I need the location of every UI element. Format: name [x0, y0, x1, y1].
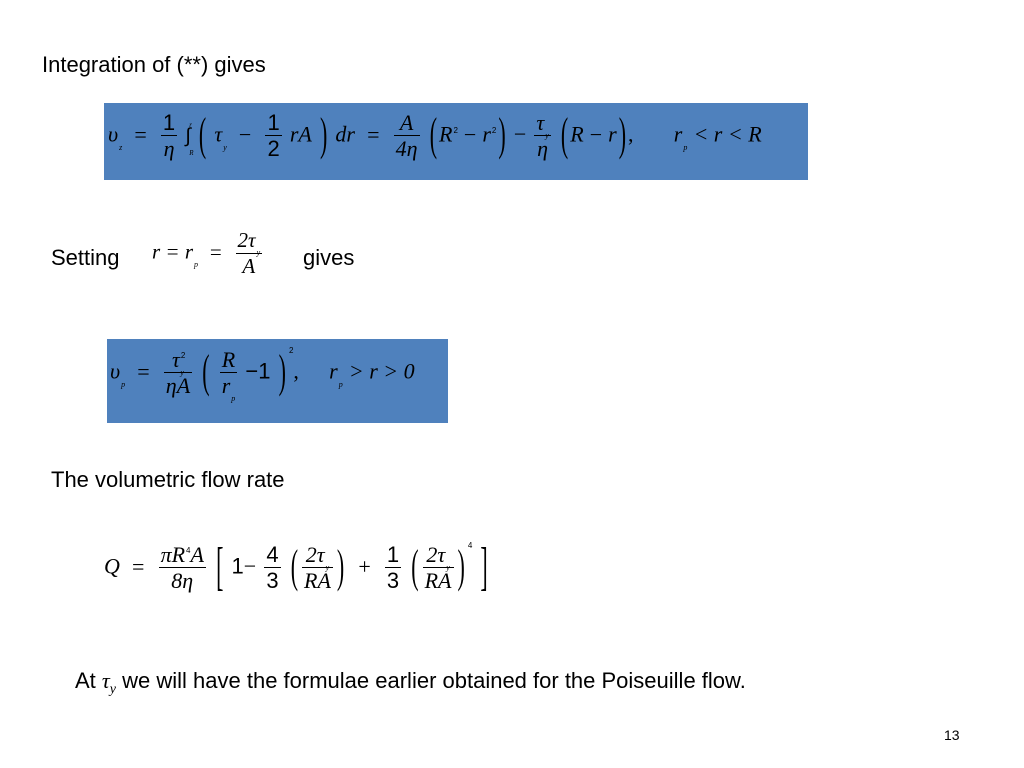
- range-rp: r: [673, 121, 683, 147]
- equation-box-plug-velocity: [107, 339, 448, 423]
- intro-text: Integration of (**) gives: [42, 52, 266, 77]
- plug-condition: > r > 0: [348, 358, 415, 384]
- page-number: 13: [944, 727, 960, 743]
- tau-symbol: τ: [101, 668, 110, 693]
- velocity-subscript: z: [119, 142, 123, 152]
- gives-text: gives: [303, 245, 355, 270]
- conclusion-text: At τy we will have the formulae earlier …: [75, 668, 746, 697]
- flow-rate-text: The volumetric flow rate: [51, 467, 285, 492]
- range-condition: < r < R: [693, 121, 762, 147]
- equation-box-velocity: [104, 103, 808, 180]
- setting-text: Setting: [51, 245, 120, 270]
- velocity-symbol: υ: [108, 121, 119, 147]
